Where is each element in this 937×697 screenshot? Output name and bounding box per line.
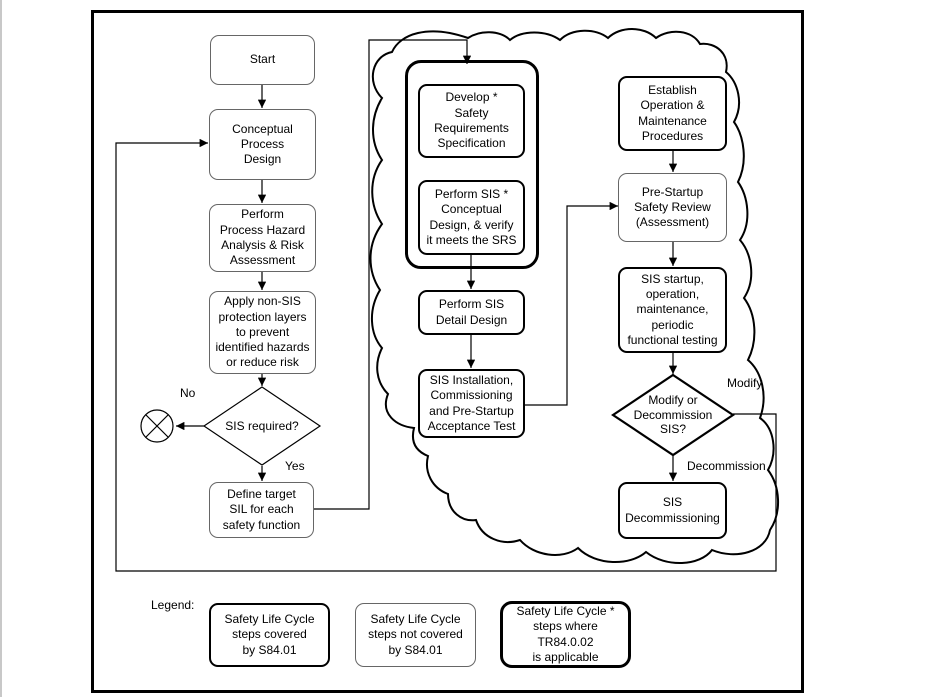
conceptual-process-design-node: Conceptual Process Design [209,109,316,180]
legend-tr84-box: Safety Life Cycle * steps where TR84.0.0… [500,601,631,668]
modify-decommission-label: Modify or Decommission SIS? [633,393,713,437]
no-label: No [180,386,196,400]
sis-conceptual-design-node: Perform SIS * Conceptual Design, & verif… [418,180,525,255]
page-left-border [0,0,2,697]
yes-label: Yes [285,459,305,473]
pre-startup-review-node: Pre-Startup Safety Review (Assessment) [618,173,727,242]
decommission-label: Decommission [687,459,766,473]
sis-decommissioning-node: SIS Decommissioning [618,482,727,539]
start-node: Start [210,35,315,85]
cloud-boundary [369,28,780,565]
legend-title: Legend: [151,598,195,612]
legend-not-covered-box: Safety Life Cycle steps not covered by S… [355,603,476,667]
legend-covered-box: Safety Life Cycle steps covered by S84.0… [209,603,330,667]
sis-startup-operation-node: SIS startup, operation, maintenance, per… [618,267,727,353]
non-sis-protection-node: Apply non-SIS protection layers to preve… [209,291,316,374]
modify-label: Modify [727,376,763,390]
establish-procedures-node: Establish Operation & Maintenance Proced… [618,76,727,151]
circled-x-icon [140,409,174,443]
tr84-group-outline [405,60,539,269]
modify-decommission-diamond [611,373,735,457]
diagram-frame [91,10,804,693]
define-target-sil-node: Define target SIL for each safety functi… [209,482,314,538]
sis-detail-design-node: Perform SIS Detail Design [418,290,525,335]
sis-required-label: SIS required? [225,418,299,433]
sis-required-diamond [202,386,322,466]
sis-installation-node: SIS Installation, Commissioning and Pre-… [418,369,525,438]
process-hazard-analysis-node: Perform Process Hazard Analysis & Risk A… [209,204,316,272]
develop-srs-node: Develop * Safety Requirements Specificat… [418,84,525,158]
